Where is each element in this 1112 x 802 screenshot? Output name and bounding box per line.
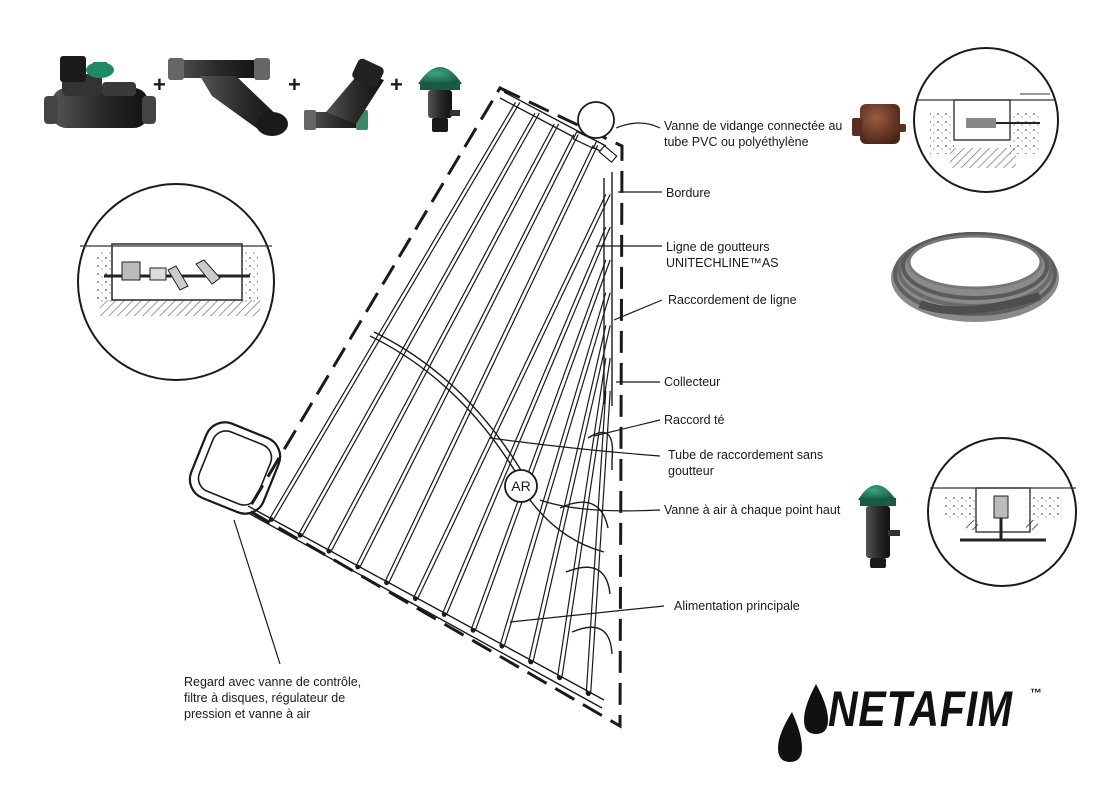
air-valve-photo-right [858,485,900,568]
control-valve-box-detail-circle [77,183,275,381]
dripline [330,123,560,552]
dripline [383,145,594,584]
connection-tube [369,335,519,477]
plus-sign-1: + [153,72,166,97]
dripline [355,134,575,568]
dripline-connection [470,627,476,633]
dripline [590,390,611,694]
label-connection-tube: Tube de raccordement sans goutteur [668,448,824,478]
label-main-supply: Alimentation principale [674,599,800,613]
dripline-connection [441,612,447,617]
air-release-symbol [504,469,538,503]
dripline [556,358,607,678]
solenoid-valve-photo [44,56,156,128]
label-dripline: Ligne de goutteurs UNITECHLINE™AS [666,240,779,270]
dripline [528,325,607,663]
field-border-dashed [245,86,624,729]
label-line-connection: Raccordement de ligne [668,293,797,307]
air-valve-photo-top [418,67,462,132]
dripline [470,259,607,631]
raccord-te-loops [559,431,614,655]
dripline [297,112,536,536]
pressure-regulator-photo [304,58,384,130]
dripline-connection [499,643,505,649]
dripline [326,123,555,552]
dripline [268,102,516,520]
netafim-wordmark: NETAFIM [828,681,1013,737]
dripline [412,194,607,599]
dripline-coil-photo [891,232,1059,322]
label-air-valve: Vanne à air à chaque point haut [664,503,841,517]
dripline-connection [586,691,591,697]
dripline-connection [413,596,418,602]
dripline [441,226,607,615]
dripline [532,325,611,663]
dripline [272,102,521,520]
dripline-connection [297,532,303,538]
dripline [388,145,599,584]
netafim-drop-logo [778,684,828,762]
dripline [585,390,607,694]
label-drain-valve: Vanne de vidange connectée au tube PVC o… [664,119,843,149]
field-layout [188,86,624,729]
plus-sign-2: + [288,72,301,97]
dripline-connection [528,659,534,665]
trademark-symbol: ™ [1030,686,1042,700]
label-tee-fitting: Raccord té [664,413,725,427]
dripline-connection [326,548,332,554]
leader-lines [233,122,665,665]
drain-valve-photo [852,104,906,144]
disc-filter-photo [168,58,288,136]
dripline [301,112,540,536]
dripline [417,194,611,599]
label-border: Bordure [666,186,711,200]
dripline-connection [355,564,361,570]
dripline [561,358,611,678]
dripline-connection [557,675,563,681]
label-control-box: Regard avec vanne de contrôle, filtre à … [184,675,362,721]
label-collector: Collecteur [664,375,721,389]
control-box-symbol [188,421,282,515]
supply-main [247,505,605,701]
dripline [503,292,611,647]
dripline [359,134,579,568]
dripline [445,226,611,615]
dripline [499,292,607,647]
air-valve-box-detail-circle [927,437,1077,587]
dripline-connection [384,580,390,586]
drain-valve-detail-circle [913,47,1059,193]
plus-sign-3: + [390,72,403,97]
drain-valve-symbol [577,101,615,139]
ar-label: AR [511,478,531,494]
dripline-connection [268,517,274,522]
